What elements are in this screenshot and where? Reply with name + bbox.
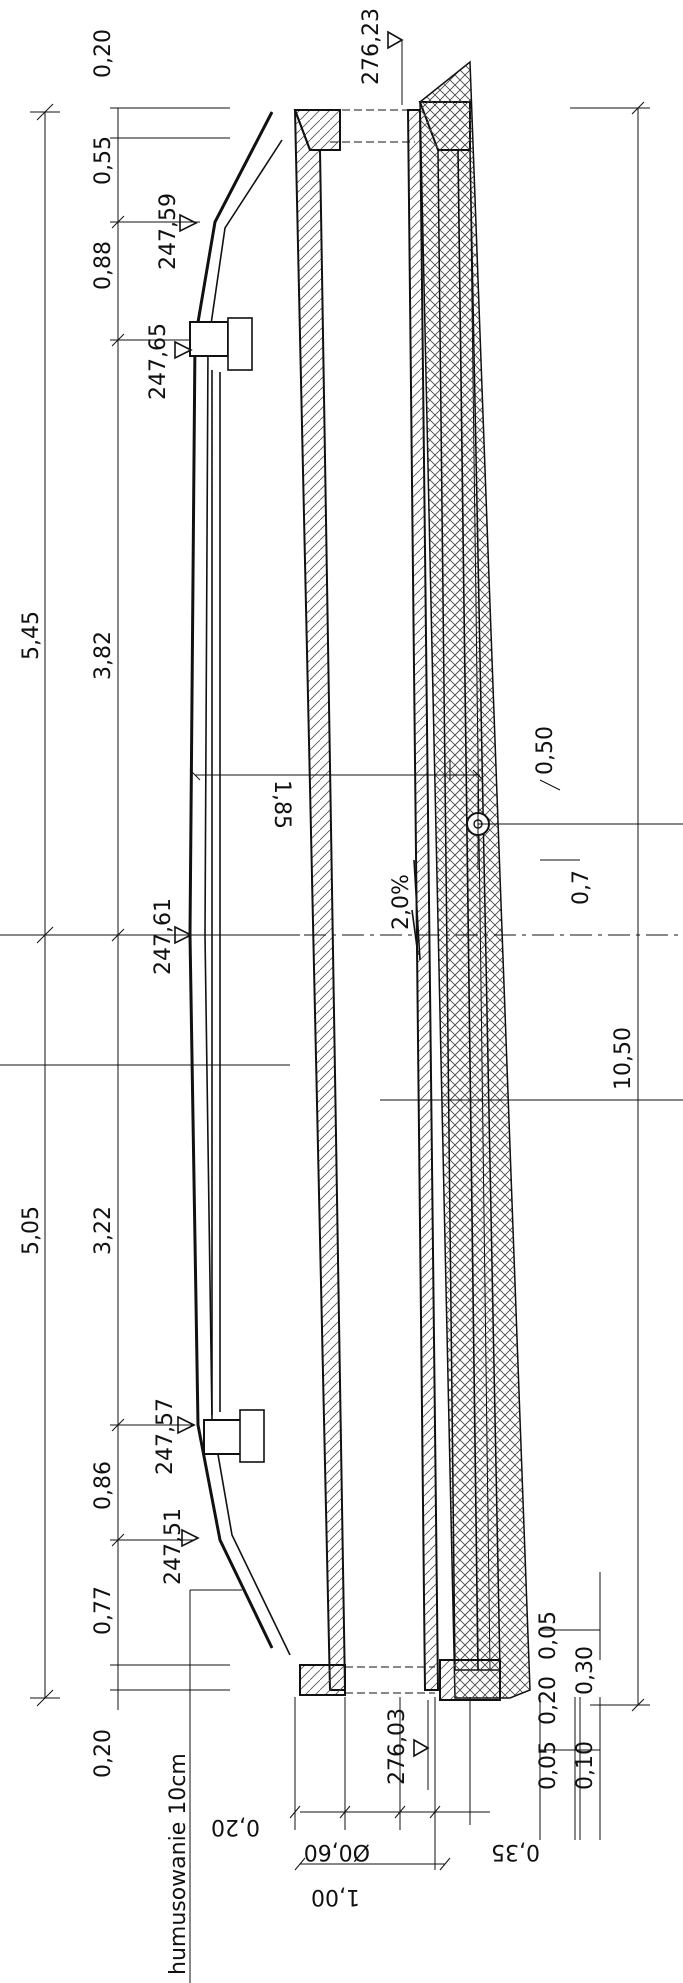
dim-lower-road: 3,22 (91, 1206, 116, 1255)
elevation-5: 247,51 (161, 1508, 186, 1585)
humus-note: humusowanie 10cm (166, 1589, 242, 1983)
bottom-dim-010: 0,10 (573, 1741, 598, 1790)
bottom-dim-030: 0,30 (573, 1646, 598, 1695)
dim-lower-slope: 0,77 (91, 1586, 116, 1635)
invert-top: 276,23 (359, 8, 404, 105)
curb-lower (203, 1409, 265, 1463)
bottom-dim-060: Ø0,60 (304, 1839, 370, 1864)
dim-lower-shoulder: 0,86 (91, 1461, 116, 1510)
slope-label: 2,0% (389, 874, 414, 930)
elevation-1: 247,59 (156, 193, 181, 270)
inner-dimension-chain (110, 107, 230, 1710)
elevation-markers: 247,59 247,65 247,61 247,57 247,51 (146, 193, 200, 1585)
culvert-box (293, 109, 440, 1696)
dim-lower-half: 5,05 (19, 1206, 44, 1255)
invert-bottom: 276,03 (385, 1700, 430, 1790)
elevation-3: 247,61 (151, 898, 176, 975)
width-dimension: 10,50 (570, 101, 650, 1712)
dim-top-shoulder: 0,88 (91, 241, 116, 290)
dim-top-edge: 0,20 (91, 29, 116, 78)
elevation-2: 247,65 (146, 323, 171, 400)
width-label: 10,50 (611, 1027, 636, 1090)
pipe-dim-07: 0,7 (569, 870, 594, 905)
drainage-pipe: 1,85 0,50 0,7 (189, 726, 683, 905)
bottom-dim-005b: 0,05 (536, 1611, 561, 1660)
dim-upper-half: 5,45 (19, 611, 44, 660)
centerline: 2,0% (0, 859, 683, 1101)
invert-bottom-label: 276,03 (385, 1708, 410, 1785)
bottom-dim-005a: 0,05 (536, 1741, 561, 1790)
note-text: humusowanie 10cm (166, 1753, 191, 1975)
bottom-dim-035: 0,35 (491, 1839, 540, 1864)
bottom-dim-020-left: 0,20 (211, 1814, 260, 1839)
invert-top-label: 276,23 (359, 8, 384, 85)
dim-top-slope: 0,55 (91, 136, 116, 185)
bottom-dim-100: 1,00 (311, 1884, 360, 1909)
pipe-dim-185: 1,85 (269, 780, 294, 829)
foundation (418, 60, 531, 1701)
bottom-dimensions: 0,20 Ø0,60 1,00 0,35 0,05 0,20 0,05 0,10… (211, 1572, 601, 1909)
bottom-dim-020b: 0,20 (536, 1676, 561, 1725)
curb-upper (189, 317, 253, 371)
dim-bottom-edge: 0,20 (91, 1729, 116, 1778)
dimension-labels: 0,20 0,55 0,88 3,82 5,45 5,05 3,22 0,86 … (19, 29, 116, 1778)
pipe-dim-050: 0,50 (533, 726, 558, 775)
dim-upper-road: 3,82 (91, 631, 116, 680)
elevation-4: 247,57 (153, 1398, 178, 1475)
